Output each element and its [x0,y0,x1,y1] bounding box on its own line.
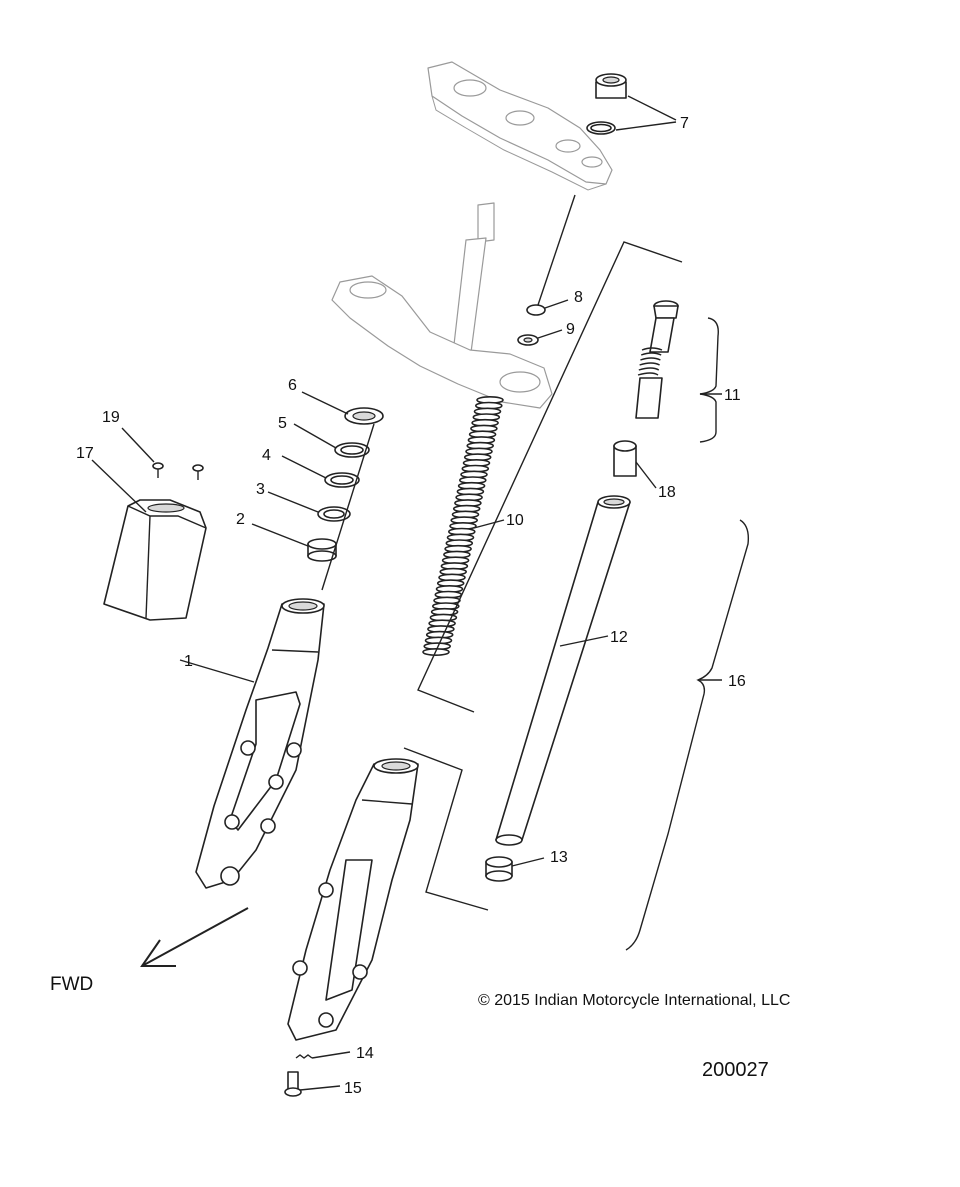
part-5-washer [293,423,370,458]
callout-5: 5 [278,415,287,432]
part-17-cover [91,459,207,621]
callout-2: 2 [236,511,245,528]
callout-1: 1 [184,653,193,670]
part-6-seal [301,391,384,425]
part-11-damper-rod [635,300,722,443]
copyright-notice: © 2015 Indian Motorcycle International, … [478,992,790,1009]
part-19-screws [121,427,204,480]
fork-leg-right [287,758,419,1041]
part-1-fork-leg [179,598,325,889]
callout-15: 15 [344,1080,362,1097]
part-8-nut [526,299,569,316]
part-18-bushing [613,440,657,489]
callout-17: 17 [76,445,94,462]
callout-13: 13 [550,849,568,866]
callout-14: 14 [356,1045,374,1062]
part-4-ring [281,455,360,488]
document-number: 200027 [702,1059,769,1081]
lower-triple-clamp [331,202,553,409]
part-14-screw [295,1051,351,1059]
part-15-bolt [284,1071,341,1097]
part-9-washer [517,329,563,346]
callout-6: 6 [288,377,297,394]
part-13-bushing [485,856,545,882]
part-2-bushing [251,523,337,562]
callout-8: 8 [574,289,583,306]
callout-11: 11 [724,387,741,404]
callout-10: 10 [506,512,524,529]
upper-triple-clamp [427,61,613,191]
callout-3: 3 [256,481,265,498]
part-7-cap-and-oring [586,73,677,135]
callout-18: 18 [658,484,676,501]
part-16-bracket [625,519,750,951]
part-3-ring [267,491,351,522]
callout-16: 16 [728,673,746,690]
part-12-fork-tube [495,495,631,846]
forward-direction-arrow: FWD [50,907,249,995]
callout-7: 7 [680,115,689,132]
callout-12: 12 [610,629,628,646]
callout-9: 9 [566,321,575,338]
callout-labels: 1 2 3 4 5 6 7 8 9 10 11 12 13 14 15 16 1… [76,115,746,1097]
direction-label: FWD [50,974,93,995]
callout-19: 19 [102,409,120,426]
part-10-spring [422,395,504,656]
callout-4: 4 [262,447,271,464]
